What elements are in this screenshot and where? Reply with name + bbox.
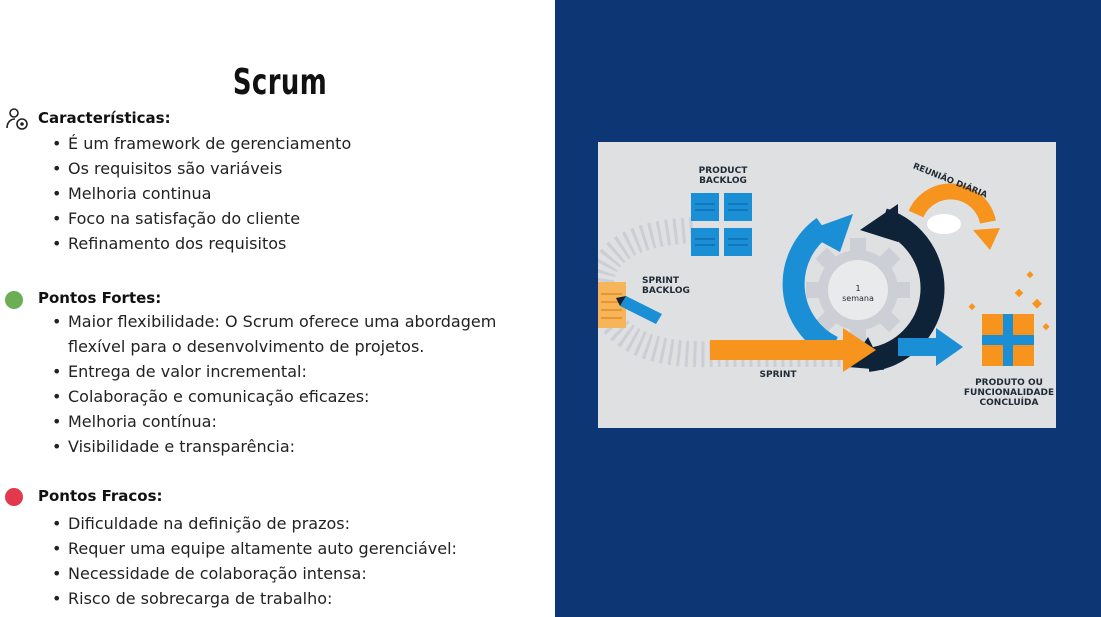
list-item: Melhoria continua (52, 181, 351, 206)
caracteristicas-list: É um framework de gerenciamento Os requi… (52, 131, 351, 256)
product-backlog-line: BACKLOG (699, 176, 747, 186)
scrum-cycle-diagram: PRODUCT BACKLOG SPRINT BACKLOG REUNIÃO D… (598, 142, 1056, 428)
list-item: É um framework de gerenciamento (52, 131, 351, 156)
produto-line: CONCLUÍDA (979, 398, 1039, 408)
list-item: Refinamento dos requisitos (52, 231, 351, 256)
sprint-backlog-label: SPRINT BACKLOG (642, 276, 692, 296)
list-item: Dificuldade na definição de prazos: (52, 511, 457, 536)
list-item: Foco na satisfação do cliente (52, 206, 351, 231)
pontos-fracos-list: Dificuldade na definição de prazos: Requ… (52, 511, 457, 611)
semana-number: 1 (855, 284, 861, 293)
product-backlog-line: PRODUCT (698, 166, 748, 176)
page-title: Scrum (232, 62, 328, 103)
list-item-continuation: flexível para o desenvolvimento de proje… (68, 337, 425, 356)
list-item: Requer uma equipe altamente auto gerenci… (52, 536, 457, 561)
pontos-fortes-heading: Pontos Fortes: (38, 289, 162, 307)
list-item: Maior flexibilidade: O Scrum oferece uma… (52, 309, 496, 334)
people-gear-icon (5, 106, 33, 136)
list-item: Risco de sobrecarga de trabalho: (52, 586, 457, 611)
product-backlog-label: PRODUCT BACKLOG (688, 166, 758, 186)
list-item: Entrega de valor incremental: (52, 359, 496, 384)
sprint-label: SPRINT (759, 370, 797, 380)
produto-line: PRODUTO OU (975, 378, 1043, 388)
list-item: Colaboração e comunicação eficazes: (52, 384, 496, 409)
list-item: Visibilidade e transparência: (52, 434, 496, 459)
sprint-backlog-line: SPRINT (642, 276, 680, 286)
green-dot-icon (5, 291, 23, 309)
red-dot-icon (5, 488, 23, 506)
sprint-backlog-line: BACKLOG (642, 286, 690, 296)
pontos-fortes-list: Maior flexibilidade: O Scrum oferece uma… (52, 309, 496, 459)
pontos-fracos-heading: Pontos Fracos: (38, 487, 163, 505)
list-item: Os requisitos são variáveis (52, 156, 351, 181)
produto-line: FUNCIONALIDADE (963, 388, 1055, 398)
content-panel: Scrum Características: É um framework de… (0, 0, 555, 617)
list-item: Melhoria contínua: (52, 409, 496, 434)
list-item: Necessidade de colaboração intensa: (52, 561, 457, 586)
caracteristicas-heading: Características: (38, 109, 171, 127)
produto-label: PRODUTO OU FUNCIONALIDADE CONCLUÍDA (962, 378, 1056, 408)
semana-label: semana (842, 294, 874, 303)
